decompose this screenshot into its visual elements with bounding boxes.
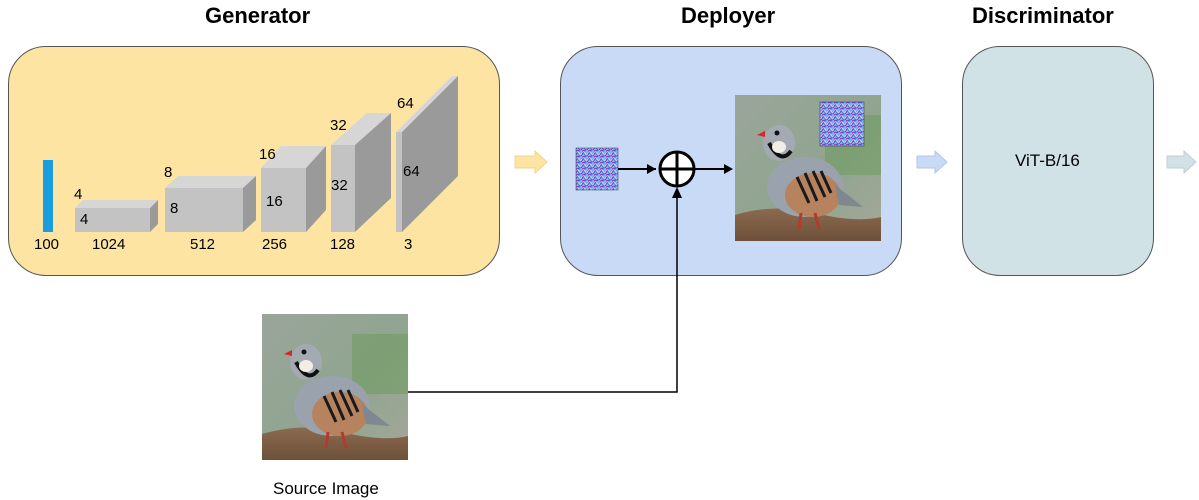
source-image	[262, 314, 408, 460]
block-3-top-label: 16	[259, 146, 276, 163]
discriminator-panel	[962, 46, 1154, 276]
source-connector	[408, 197, 678, 393]
perturbation-patch	[575, 147, 619, 191]
latent-size-label: 100	[34, 236, 60, 253]
block-1-side-label: 4	[80, 211, 89, 228]
block-5-top-label: 64	[397, 95, 414, 112]
discriminator-model-label: ViT-B/16	[1015, 151, 1080, 170]
block-2-side-label: 8	[170, 200, 179, 217]
source-image-caption: Source Image	[273, 479, 379, 498]
deployer-title: Deployer	[681, 3, 776, 28]
arrow-discriminator-output	[1166, 149, 1197, 175]
latent-input-bar	[43, 160, 53, 232]
generator-blocks	[75, 76, 458, 232]
block-5-bottom-label: 3	[404, 236, 413, 253]
generator-title: Generator	[205, 3, 311, 28]
conv-block-5	[396, 76, 458, 232]
block-4-top-label: 32	[330, 117, 347, 134]
block-1-top-label: 4	[74, 186, 83, 203]
discriminator-title: Discriminator	[972, 3, 1114, 28]
block-5-side-label: 64	[403, 163, 420, 180]
add-operator-icon	[658, 150, 696, 188]
adversarial-image	[735, 95, 881, 241]
conv-block-3	[261, 146, 326, 232]
block-2-bottom-label: 512	[190, 236, 216, 253]
block-3-bottom-label: 256	[262, 236, 288, 253]
arrow-deployer-to-discriminator	[916, 149, 948, 175]
conv-block-4	[331, 113, 391, 232]
block-4-bottom-label: 128	[330, 236, 356, 253]
block-1-bottom-label: 1024	[92, 236, 126, 253]
block-4-side-label: 32	[331, 177, 348, 194]
block-3-side-label: 16	[266, 193, 283, 210]
block-2-top-label: 8	[164, 164, 173, 181]
conv-block-1	[75, 200, 158, 232]
conv-block-2	[165, 176, 256, 232]
arrow-generator-to-deployer	[514, 149, 548, 175]
